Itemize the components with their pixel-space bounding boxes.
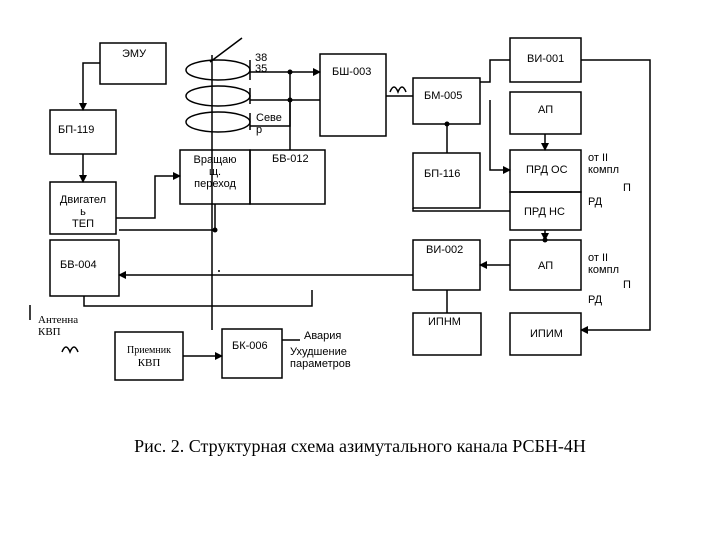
p-top-label: П [623, 182, 631, 194]
bv012-label: БВ-012 [272, 153, 309, 165]
prd-os-label: ПРД ОС [526, 164, 568, 176]
engine-label-line1: Двигател [59, 194, 107, 206]
ipim-block [509, 312, 582, 356]
ipim-label: ИПИМ [530, 328, 563, 340]
ap-bottom-label: АП [538, 260, 554, 272]
bv004-label: БВ-004 [60, 259, 97, 271]
from-second-set-top-line1: от II [588, 152, 609, 164]
north-label-line2: р [256, 124, 263, 136]
junction-dot-3 [212, 227, 218, 233]
antenna-label-line1: Антенна [38, 314, 79, 326]
ring-1 [185, 59, 251, 81]
diagonal-indicator [209, 37, 243, 63]
engine-label: Двигател ь ТЕП [54, 194, 112, 230]
bk006-block [221, 328, 283, 379]
junction-dot-2 [287, 97, 293, 103]
rd-top-label: РД [588, 196, 603, 208]
rotary-label-line2: щ. [208, 166, 222, 178]
rd-bottom-label: РД [588, 294, 603, 306]
from-second-set-bottom-line1: от II [588, 252, 609, 264]
alarm-label: Авария [304, 330, 342, 342]
bv012-block [249, 149, 326, 205]
rotary-label-line1: Вращаю [193, 154, 237, 166]
wire-bv004-to-receiver [83, 290, 313, 307]
rotary-label-line3: переход [194, 178, 236, 190]
vi001-label: ВИ-001 [527, 53, 565, 65]
degrade-label: Ухудшение параметров [290, 346, 351, 370]
north-label-line1: Севе [256, 112, 282, 124]
from-second-set-top: от II компл [588, 152, 619, 176]
antenna-label: Антенна КВП [38, 314, 78, 338]
receiver-label-line2: КВП [137, 357, 161, 369]
wire-rotary-to-bv004 [119, 204, 216, 231]
bp116-label: БП-116 [424, 168, 461, 180]
bk006-label: БК-006 [232, 340, 268, 352]
wave-symbol-antenna [61, 346, 79, 355]
receiver-label-line1: Приемник [127, 345, 171, 356]
antenna-label-line2: КВП [38, 326, 61, 338]
wire-bp116-to-prdns [412, 208, 510, 212]
prd-ns-label: ПРД НС [524, 206, 565, 218]
figure-caption: Рис. 2. Структурная схема азимутального … [134, 436, 586, 456]
wire-emu-to-bp119 [79, 62, 100, 111]
junction-dot-1 [287, 69, 293, 75]
engine-label-line2: ь [80, 206, 86, 218]
rotary-label: Вращаю щ. переход [184, 154, 246, 190]
vi002-label: ВИ-002 [426, 244, 464, 256]
p-bottom-label: П [623, 279, 631, 291]
ipnm-label: ИПНМ [428, 316, 461, 328]
wire-bsh-to-prdos [489, 100, 511, 174]
receiver-label: Приемник КВП [118, 345, 180, 369]
emu-label: ЭМУ [122, 48, 147, 60]
ring-3 [185, 111, 251, 133]
ring-2 [185, 85, 251, 107]
degrade-label-line2: параметров [290, 358, 351, 370]
wire-engine-to-rotary [116, 172, 181, 219]
junction-dot-5 [542, 237, 548, 243]
degrade-label-line1: Ухудшение [290, 346, 347, 358]
wire-bm-to-vi001 [480, 59, 510, 83]
engine-label-line3: ТЕП [72, 218, 94, 230]
wave-symbol-top [389, 86, 407, 95]
bp119-label: БП-119 [58, 124, 95, 136]
bsh003-block [319, 53, 387, 137]
from-second-set-bottom: от II компл [588, 252, 619, 276]
bm005-label: БМ-005 [424, 90, 463, 102]
ap-top-label: АП [538, 104, 554, 116]
junction-dot-4 [444, 121, 450, 127]
north-label: Севе р [256, 112, 282, 136]
from-second-set-top-line2: компл [588, 164, 619, 176]
bsh003-label: БШ-003 [332, 66, 372, 78]
label-38: 38 [255, 52, 268, 64]
label-35: 35 [255, 63, 268, 75]
wire-right-feedback [580, 59, 651, 334]
from-second-set-bottom-line2: компл [588, 264, 619, 276]
bp116-block [412, 152, 481, 209]
